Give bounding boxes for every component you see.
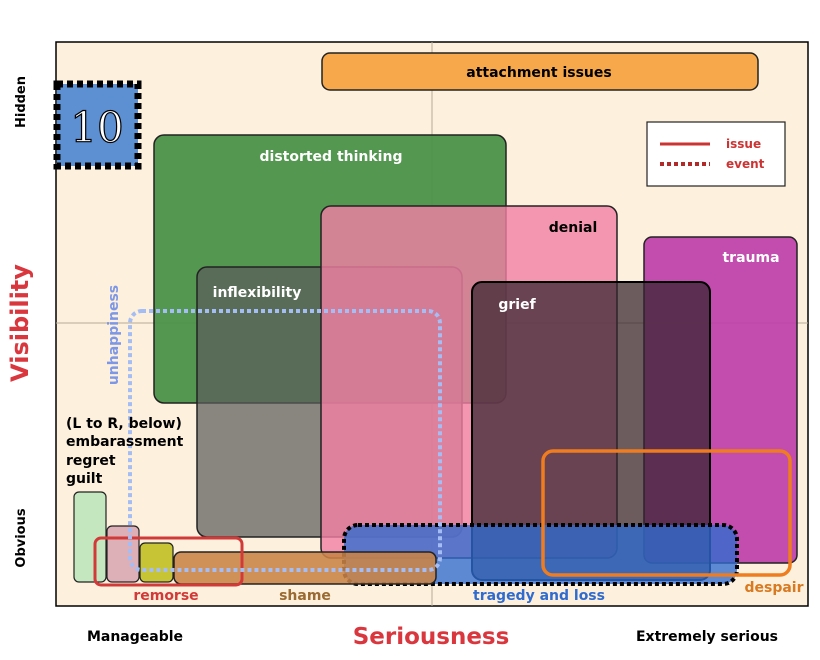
region-despair bbox=[541, 449, 792, 577]
bar-regret bbox=[106, 525, 140, 583]
region-remorse bbox=[93, 536, 244, 587]
legend-box bbox=[646, 121, 786, 187]
bar-guilt bbox=[139, 542, 174, 583]
axis-x-manageable: Manageable bbox=[87, 629, 183, 645]
small-list-line1: (L to R, below) bbox=[66, 416, 182, 432]
label-grief: grief bbox=[498, 297, 536, 313]
axis-y-obvious: Obvious bbox=[14, 508, 29, 567]
region-unhappiness bbox=[128, 309, 442, 572]
label-unhappiness: unhappiness bbox=[106, 285, 122, 385]
label-remorse: remorse bbox=[133, 588, 198, 604]
axis-y-hidden: Hidden bbox=[14, 76, 29, 128]
axis-y-label: Visibility bbox=[6, 264, 34, 382]
small-list-line4: guilt bbox=[66, 471, 103, 487]
label-despair: despair bbox=[744, 580, 803, 596]
legend-issue-label: issue bbox=[726, 137, 761, 151]
label-inflexibility: inflexibility bbox=[213, 285, 302, 301]
region-attachment-issues bbox=[321, 52, 759, 91]
axis-x-label: Seriousness bbox=[353, 624, 510, 650]
label-trauma: trauma bbox=[722, 250, 779, 266]
label-shame: shame bbox=[279, 588, 331, 604]
small-list-line3: regret bbox=[66, 453, 116, 469]
badge-frame bbox=[53, 80, 142, 170]
label-tragedy-and-loss: tragedy and loss bbox=[473, 588, 605, 604]
badge-number: 10 bbox=[70, 103, 123, 152]
axis-x-extremely-serious: Extremely serious bbox=[636, 629, 778, 645]
label-attachment-issues: attachment issues bbox=[466, 65, 611, 81]
label-distorted-thinking: distorted thinking bbox=[260, 149, 403, 165]
small-list-line2: embarassment bbox=[66, 434, 184, 450]
label-denial: denial bbox=[549, 220, 598, 236]
legend-event-label: event bbox=[726, 157, 765, 171]
